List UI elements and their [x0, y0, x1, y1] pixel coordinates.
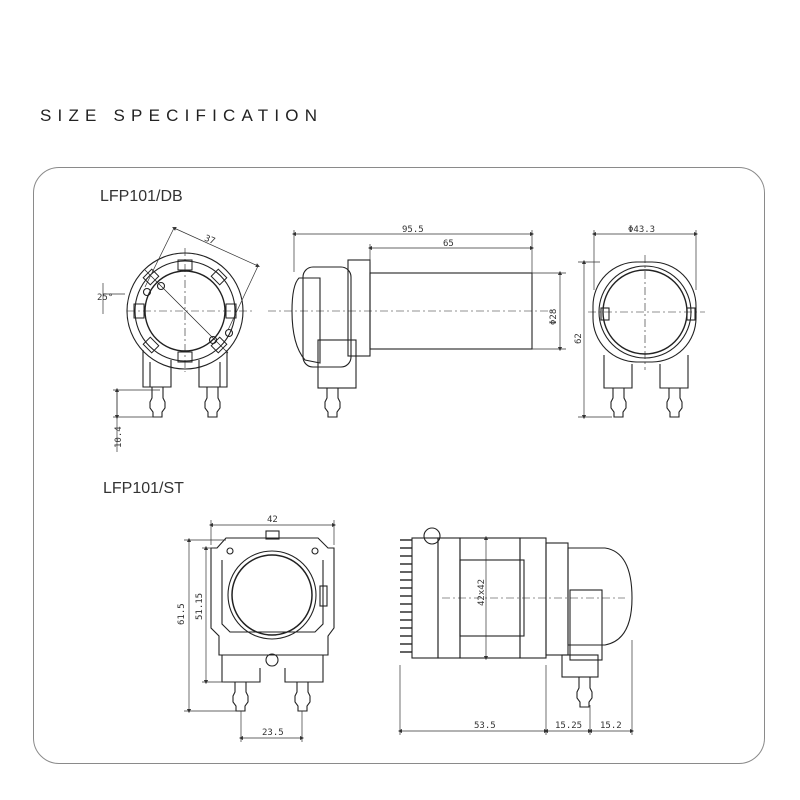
model-label-db: LFP101/DB	[100, 188, 183, 205]
specification-panel	[33, 167, 765, 764]
page-title: SIZE SPECIFICATION	[40, 106, 324, 125]
st-front-width-dim: 42	[267, 515, 278, 525]
st-head-length-1-dim: 15.25	[555, 721, 582, 731]
st-fitting-spacing-dim: 23.5	[262, 728, 284, 738]
db-overall-length-dim: 95.5	[402, 225, 424, 235]
db-front-view	[126, 248, 255, 418]
st-inner-height-dim: 51.15	[195, 593, 205, 620]
st-outer-height-dim: 61.5	[177, 603, 187, 625]
st-side-view	[400, 527, 633, 708]
st-head-length-2-dim: 15.2	[600, 721, 622, 731]
st-motor-length-dim: 53.5	[474, 721, 496, 731]
db-side-diameter-dim: Φ43.3	[628, 225, 655, 235]
st-front-view	[210, 530, 335, 712]
db-fitting-height-dim: 10.4	[114, 426, 124, 448]
db-length-view	[268, 259, 552, 418]
st-motor-size-dim: 42x42	[477, 579, 487, 606]
db-body-diameter-dim: Φ28	[549, 309, 559, 325]
db-body-length-dim: 65	[443, 239, 454, 249]
model-label-st: LFP101/ST	[103, 480, 184, 497]
db-angle-dim: 25°	[97, 293, 113, 303]
db-front-width-dim: 37	[203, 234, 217, 247]
db-side-height-dim: 62	[574, 333, 584, 344]
db-side-view	[588, 255, 705, 418]
